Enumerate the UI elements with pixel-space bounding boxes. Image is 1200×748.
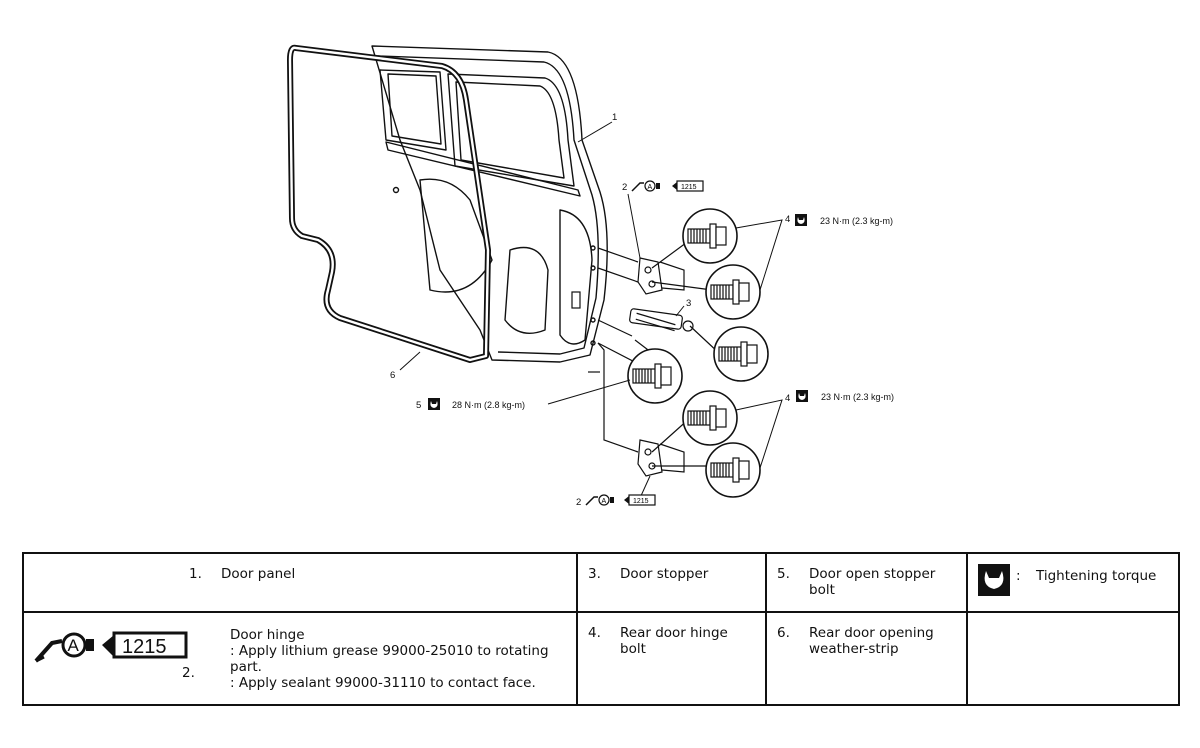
legend-empty-cell	[966, 610, 1180, 707]
grease-sealant-icon: A 1215	[34, 631, 188, 663]
legend-item-1: 1. Door panel	[22, 552, 578, 613]
legend-torque: : Tightening torque	[966, 552, 1180, 613]
legend-text: Door panel	[221, 566, 296, 582]
svg-text:A: A	[648, 184, 653, 191]
legend-number: 5.	[777, 566, 790, 582]
callout-2-top: 2	[622, 182, 627, 193]
legend-number: 4.	[588, 624, 601, 641]
legend-number: 3.	[588, 566, 601, 582]
svg-text:1215: 1215	[633, 498, 649, 505]
callout-4-bottom: 4	[785, 393, 790, 404]
legend-instruction-grease: : Apply lithium grease 99000-25010 to ro…	[230, 642, 549, 675]
sealant-icon: 1215	[672, 180, 704, 192]
callout-2-bottom: 2	[576, 497, 581, 508]
parts-legend-table: 1. Door panel 3. Door stopper 5. Door op…	[22, 552, 1180, 707]
svg-text:A: A	[68, 636, 80, 655]
svg-text:1215: 1215	[122, 636, 167, 658]
svg-text:A: A	[602, 498, 607, 505]
torque-value-stopper: 28 N·m (2.8 kg-m)	[452, 400, 525, 410]
leader-lines	[399, 121, 783, 499]
legend-item-3: 3. Door stopper	[576, 552, 767, 613]
callout-5: 5	[416, 400, 421, 411]
torque-icon	[428, 398, 440, 410]
legend-instruction-sealant: : Apply sealant 99000-31110 to contact f…	[230, 674, 536, 691]
legend-text: Tightening torque	[1036, 568, 1157, 584]
legend-separator: :	[1016, 568, 1021, 584]
callout-6: 6	[390, 370, 395, 381]
grease-icon: A	[585, 494, 614, 506]
door-panel	[371, 45, 608, 363]
legend-item-5: 5. Door open stopper bolt	[765, 552, 968, 613]
callout-1: 1	[612, 112, 617, 123]
legend-number: 2.	[182, 664, 195, 681]
hardware	[571, 239, 721, 477]
grease-icon: A	[631, 180, 660, 192]
legend-number: 6.	[777, 624, 790, 641]
legend-text: Rear door hinge bolt	[620, 624, 728, 657]
torque-value-hinge-top: 23 N·m (2.3 kg-m)	[820, 216, 893, 226]
svg-text:1215: 1215	[681, 184, 697, 191]
legend-number: 1.	[189, 566, 202, 582]
door-assembly-diagram: 1 2 3 4 4 5 6 2 23 N·m (2.3 kg-m) 23 N·m…	[287, 44, 894, 508]
torque-value-hinge-bottom: 23 N·m (2.3 kg-m)	[821, 392, 894, 402]
bolt-glyphs	[632, 223, 758, 483]
sealant-icon: 1215	[624, 494, 656, 506]
weather-strip	[287, 44, 491, 363]
legend-text: Door open stopper bolt	[809, 566, 936, 598]
legend-item-2: A 1215 2. Door hinge : Apply lithium gre…	[22, 610, 578, 707]
legend-item-6: 6. Rear door opening weather-strip	[765, 610, 968, 707]
callout-4-top: 4	[785, 214, 790, 225]
callout-3: 3	[686, 298, 691, 309]
torque-icon	[795, 214, 807, 226]
legend-text: Rear door opening weather-strip	[809, 624, 934, 657]
torque-icon	[978, 564, 1010, 596]
torque-icon	[796, 390, 808, 402]
legend-text: Door stopper	[620, 566, 709, 582]
legend-title: Door hinge	[230, 626, 305, 643]
legend-item-4: 4. Rear door hinge bolt	[576, 610, 767, 707]
